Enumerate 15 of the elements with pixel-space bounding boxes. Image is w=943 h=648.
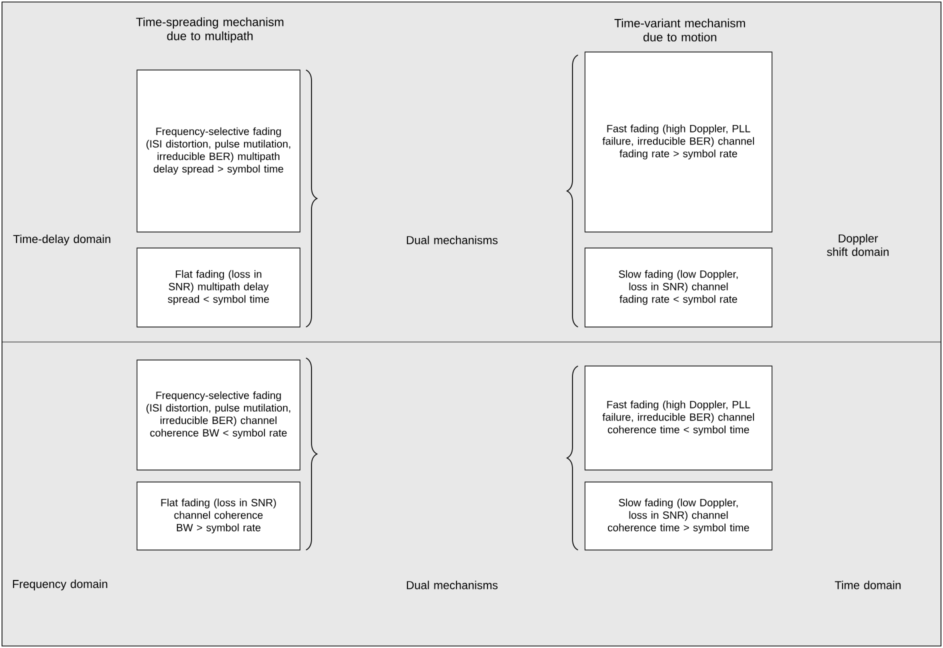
heading-text: Frequency domain — [13, 580, 108, 590]
text-box: Frequency-selective fading (ISI distortion, pulse mutilation, irreducible BER) channel coherence BW < symbol rate — [136, 360, 300, 470]
text-box: Fast fading (high Doppler, PLL failure, irreducible BER) channel fading rate > symbol rate — [584, 52, 772, 232]
text-box: Flat fading (loss in SNR) multipath delay spread < symbol time — [136, 248, 300, 328]
text-box: Fast fading (high Doppler, PLL failure, irreducible BER) channel coherence time < symbol time — [584, 366, 772, 470]
text-box: Frequency-selective fading (ISI distortion, pulse mutilation, irreducible BER) multipath delay spread > symbol time — [136, 70, 300, 232]
heading-text: Time-delay domain — [13, 234, 110, 246]
heading-text: Time domain — [834, 580, 901, 590]
heading-text: Doppler shift domain — [827, 234, 889, 256]
text-box: Slow fading (low Doppler, loss in SNR) channel coherence time > symbol time — [584, 482, 772, 550]
text-box: Flat fading (loss in SNR) channel coherence BW > symbol rate — [136, 482, 300, 550]
heading-text: Dual mechanisms — [406, 580, 498, 590]
heading-text: Dual mechanisms — [406, 236, 498, 244]
heading-text: Time-spreading mechanism due to multipath — [136, 17, 284, 43]
text-box: Slow fading (low Doppler, loss in SNR) channel fading rate < symbol rate — [584, 248, 772, 328]
